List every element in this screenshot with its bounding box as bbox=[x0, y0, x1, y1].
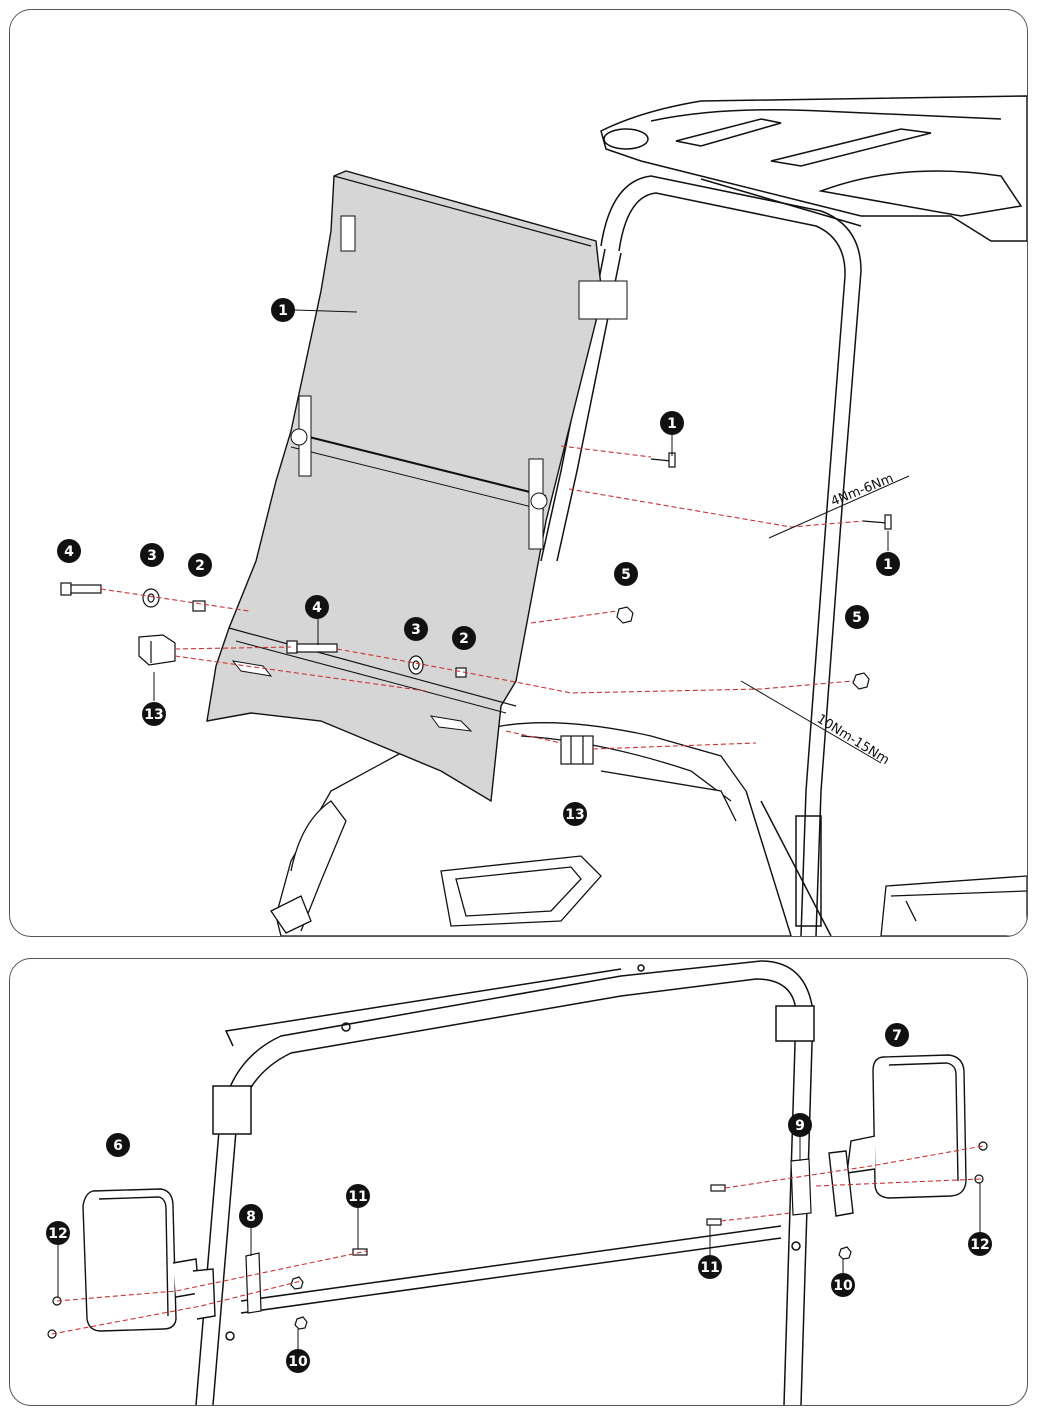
svg-text:11: 11 bbox=[700, 1260, 719, 1276]
nut-10-left-b bbox=[294, 1316, 308, 1330]
callout-6: 6 bbox=[106, 1133, 130, 1157]
tab-left bbox=[231, 660, 273, 677]
callout-2-mid: 2 bbox=[452, 626, 476, 650]
callout-13-left: 13 bbox=[142, 702, 166, 726]
top-clip-right bbox=[578, 280, 628, 320]
spacer-2-left bbox=[192, 600, 206, 612]
bottom-assembly-panel: 6 7 8 9 11 11 10 10 12 12 bbox=[9, 958, 1028, 1406]
bracket-9 bbox=[790, 1158, 812, 1216]
right-mirror bbox=[828, 1054, 967, 1217]
nut-10-left-a bbox=[290, 1276, 304, 1290]
callout-11-right: 11 bbox=[698, 1255, 722, 1279]
svg-text:6: 6 bbox=[113, 1138, 123, 1154]
tab-right bbox=[429, 715, 473, 732]
callout-8: 8 bbox=[239, 1204, 263, 1228]
svg-text:9: 9 bbox=[795, 1118, 805, 1134]
callout-10-right: 10 bbox=[831, 1273, 855, 1297]
svg-text:11: 11 bbox=[348, 1189, 367, 1205]
svg-text:12: 12 bbox=[48, 1226, 67, 1242]
callout-11-left: 11 bbox=[346, 1184, 370, 1208]
svg-text:13: 13 bbox=[565, 807, 584, 823]
torque-marker-lower: 10Nm-15Nm bbox=[740, 680, 892, 768]
bracket-13-left bbox=[138, 634, 176, 666]
bracket-8 bbox=[245, 1252, 262, 1314]
rear-body-fragment bbox=[880, 875, 1027, 936]
svg-text:13: 13 bbox=[144, 707, 163, 723]
svg-text:7: 7 bbox=[892, 1028, 902, 1044]
torque-lower-label: 10Nm-15Nm bbox=[814, 712, 892, 768]
callout-5-right: 5 bbox=[845, 605, 869, 629]
svg-text:12: 12 bbox=[970, 1237, 989, 1253]
bolt-1-right bbox=[862, 514, 892, 530]
callout-9: 9 bbox=[788, 1113, 812, 1137]
callout-4-left: 4 bbox=[57, 539, 81, 563]
callout-5-mid: 5 bbox=[614, 562, 638, 586]
svg-text:10: 10 bbox=[288, 1354, 308, 1370]
left-mirror bbox=[82, 1188, 216, 1332]
mirror-callout-stems bbox=[57, 1137, 981, 1349]
svg-text:3: 3 bbox=[411, 622, 421, 638]
svg-text:1: 1 bbox=[278, 303, 288, 319]
bolt-1-upper bbox=[650, 452, 676, 468]
mirror-leaders bbox=[51, 1145, 984, 1335]
bolt-upper-right bbox=[710, 1184, 726, 1192]
svg-text:5: 5 bbox=[621, 567, 631, 583]
washer-3-mid bbox=[408, 655, 424, 675]
svg-text:5: 5 bbox=[852, 610, 862, 626]
svg-text:10: 10 bbox=[833, 1278, 853, 1294]
callout-3-left: 3 bbox=[140, 543, 164, 567]
nut-12-right-a bbox=[978, 1141, 988, 1151]
svg-text:8: 8 bbox=[246, 1209, 256, 1225]
callout-1-bolt-right: 1 bbox=[876, 552, 900, 576]
assembly-leaders bbox=[100, 445, 864, 750]
callout-12-right: 12 bbox=[968, 1232, 992, 1256]
body-cowl bbox=[270, 722, 792, 936]
svg-text:2: 2 bbox=[195, 558, 205, 574]
svg-text:4: 4 bbox=[64, 544, 74, 560]
callout-13-mid: 13 bbox=[563, 802, 587, 826]
bracket-13-mid bbox=[560, 735, 594, 765]
callout-3-mid: 3 bbox=[404, 617, 428, 641]
callout-2-left: 2 bbox=[188, 553, 212, 577]
nut-5-mid bbox=[616, 606, 634, 624]
svg-text:1: 1 bbox=[667, 416, 677, 432]
nut-5-right bbox=[852, 672, 870, 690]
mirror-installation-diagram: 6 7 8 9 11 11 10 10 12 12 bbox=[46, 960, 992, 1405]
windshield-installation-diagram: 4Nm-6Nm 10Nm-15Nm 1 1 1 4 3 2 5 5 4 3 2 … bbox=[57, 95, 1027, 936]
windshield-panel bbox=[206, 170, 628, 803]
callout-7: 7 bbox=[885, 1023, 909, 1047]
callout-4-mid: 4 bbox=[305, 595, 329, 619]
fold-hinge-line bbox=[292, 432, 547, 497]
callout-1-bolt-upper: 1 bbox=[660, 411, 684, 435]
nut-10-right bbox=[838, 1246, 852, 1260]
callout-12-left: 12 bbox=[46, 1221, 70, 1245]
bolt-11-right bbox=[706, 1218, 722, 1226]
top-clip-left bbox=[340, 215, 356, 252]
top-assembly-panel: 4Nm-6Nm 10Nm-15Nm 1 1 1 4 3 2 5 5 4 3 2 … bbox=[9, 9, 1028, 937]
washer-3-left bbox=[142, 588, 160, 608]
svg-text:1: 1 bbox=[883, 557, 893, 573]
callout-1-windshield: 1 bbox=[271, 298, 295, 322]
torque-upper-label: 4Nm-6Nm bbox=[829, 471, 896, 510]
svg-text:3: 3 bbox=[147, 548, 157, 564]
svg-text:4: 4 bbox=[312, 600, 322, 616]
svg-text:2: 2 bbox=[459, 631, 469, 647]
hardware bbox=[60, 452, 892, 765]
bolt-4-left bbox=[60, 582, 102, 596]
callout-stems bbox=[153, 309, 889, 701]
callout-10-left: 10 bbox=[286, 1349, 310, 1373]
roof-canopy bbox=[600, 95, 1027, 242]
front-frame-rear-view bbox=[195, 960, 815, 1405]
